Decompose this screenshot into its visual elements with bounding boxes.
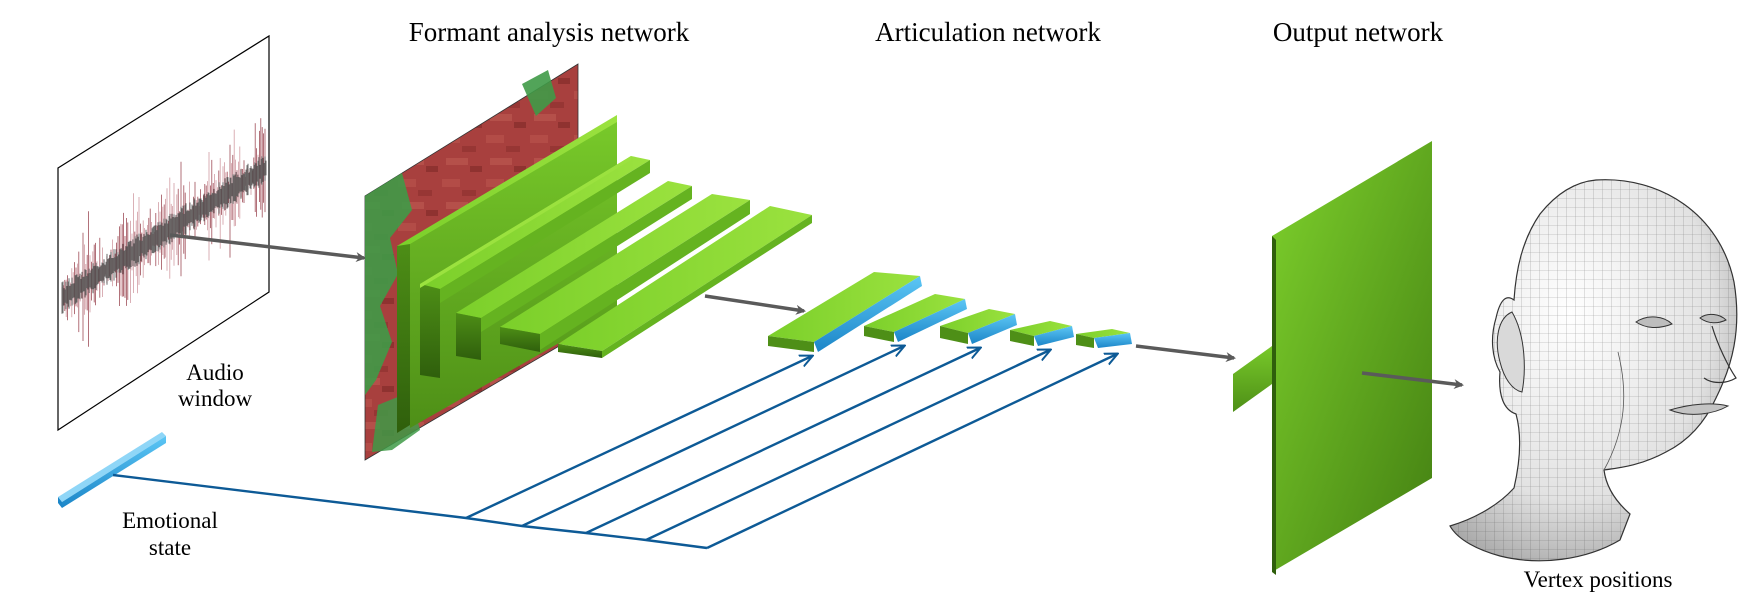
audio-window-label-line1: Audio: [186, 360, 244, 385]
audio-to-formant-arrow: [169, 233, 366, 263]
emotion-link-5: [706, 354, 1117, 550]
audio-waveform: [61, 118, 267, 347]
articulation-to-output-arrow: [1135, 344, 1236, 362]
emotion-link-4: [645, 350, 1050, 542]
articulation-layer-3: [940, 309, 1017, 344]
emotional-state-label-line2: state: [149, 535, 191, 560]
formant-layer-3: [456, 181, 692, 360]
output-network-title: Output network: [1273, 17, 1444, 47]
face-mesh-head: [1449, 179, 1738, 562]
articulation-network-title: Articulation network: [875, 17, 1101, 47]
formant-layer-4: [500, 194, 750, 352]
articulation-layer-2: [864, 294, 967, 342]
emotion-link-2: [521, 346, 904, 528]
formant-layers: [397, 115, 812, 433]
output-layer-small: [1233, 346, 1276, 412]
audio-window-label-line2: window: [178, 386, 253, 411]
emotion-trunk-line: [112, 473, 708, 550]
articulation-layer-1: [768, 272, 922, 352]
emotion-link-3: [585, 348, 980, 535]
formant-to-articulation-arrow: [704, 294, 806, 315]
output-layer-large: [1272, 141, 1432, 575]
articulation-layer-4: [1010, 321, 1074, 346]
emotion-connections: [112, 346, 1117, 550]
output-to-face-arrow: [1361, 371, 1464, 390]
formant-layer-5: [558, 206, 812, 358]
vertex-positions-label: Vertex positions: [1524, 567, 1673, 592]
formant-network-title: Formant analysis network: [409, 17, 690, 47]
audio-window-panel: [57, 34, 270, 432]
emotional-state-bar: [58, 432, 166, 508]
emotion-link-1: [465, 356, 812, 520]
emotional-state-label-line1: Emotional: [122, 508, 218, 533]
formant-layer-2: [420, 156, 650, 378]
articulation-layers: [768, 272, 1132, 352]
articulation-layer-5: [1076, 329, 1132, 348]
